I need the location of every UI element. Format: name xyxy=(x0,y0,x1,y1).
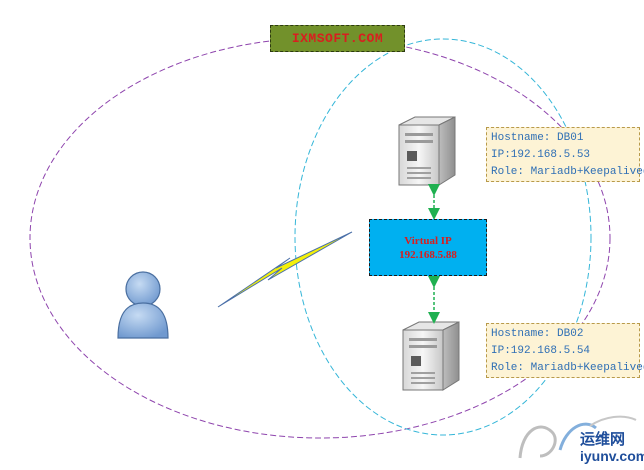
server-icon xyxy=(402,321,460,391)
watermark-logo-icon xyxy=(518,415,637,459)
node-info-db01: Hostname: DB01 IP:192.168.5.53 Role: Mar… xyxy=(486,127,644,182)
server-icon xyxy=(398,116,456,186)
node-ip: IP:192.168.5.54 xyxy=(491,345,591,357)
site-header-label: IXMSOFT.COM xyxy=(291,31,384,46)
virtual-ip-title: Virtual IP xyxy=(404,234,452,247)
lightning-icon xyxy=(217,231,353,308)
node-info-db02: Hostname: DB02 IP:192.168.5.54 Role: Mar… xyxy=(486,323,644,378)
node-role: Role: Mariadb+Keepalived xyxy=(491,166,644,178)
node-role: Role: Mariadb+Keepalived xyxy=(491,362,644,374)
node-ip: IP:192.168.5.53 xyxy=(491,149,591,161)
outer-cluster-ellipse xyxy=(29,37,611,439)
virtual-ip-box: Virtual IP 192.168.5.88 xyxy=(369,219,487,276)
node-hostname: Hostname: DB01 xyxy=(491,132,584,144)
virtual-ip-address: 192.168.5.88 xyxy=(399,248,457,261)
site-header-badge: IXMSOFT.COM xyxy=(270,25,405,52)
inner-cluster-ellipse xyxy=(294,38,592,436)
watermark-brand-cn: 运维网 xyxy=(580,430,626,448)
node-hostname: Hostname: DB02 xyxy=(491,328,584,340)
watermark-brand-en: iyunv.com xyxy=(580,448,644,464)
user-icon xyxy=(117,271,169,339)
